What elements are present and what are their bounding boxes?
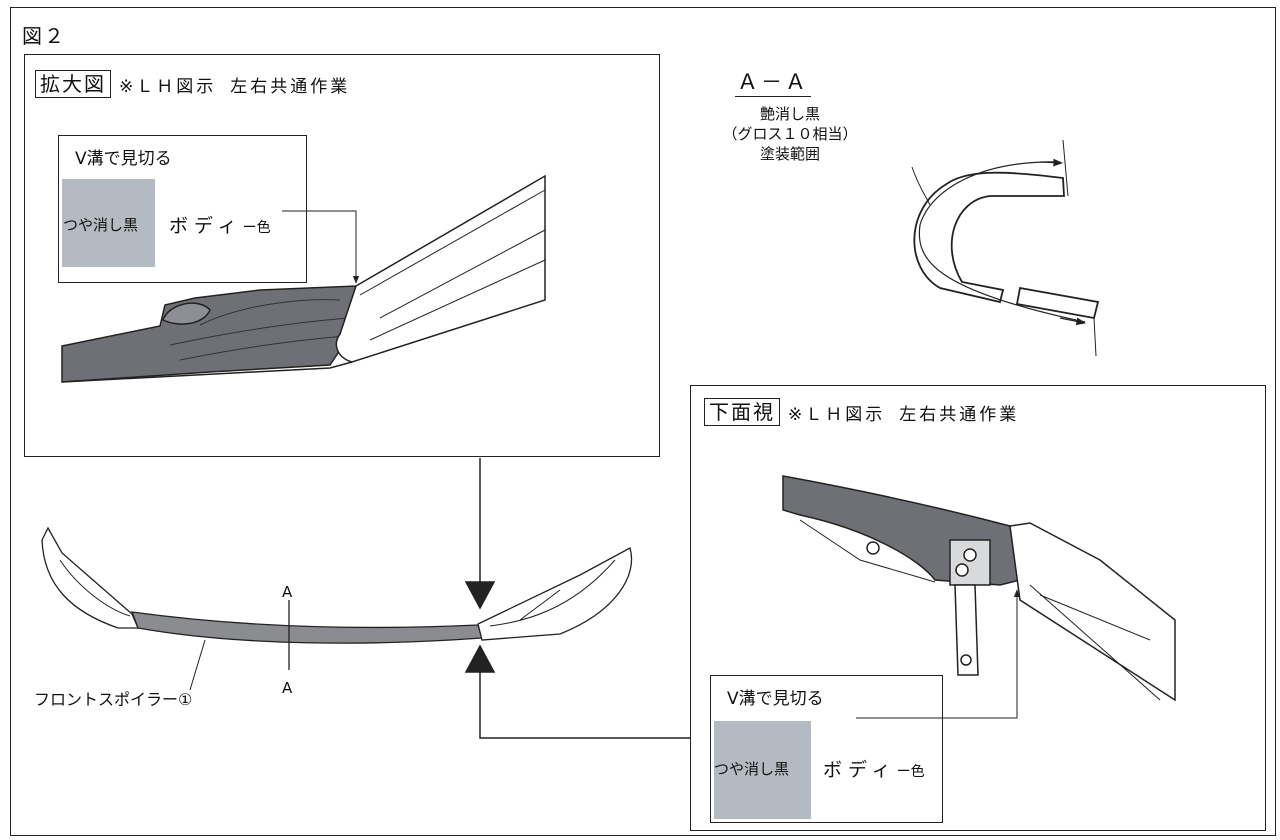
part-label-leader [189,639,206,691]
legend-body-color-suffix: ー色 [242,220,271,236]
section-marker-bottom: A [282,679,293,697]
down-arrow-head [464,581,496,610]
enlarged-view-title: 拡大図 [35,70,111,98]
bottom-pivot [866,541,880,555]
legend-material-label: つや消し黒 [714,760,790,778]
matte-black-swatch [62,179,155,267]
section-outer-profile [913,171,1065,304]
enlarged-leader-line [282,210,360,284]
section-aa-desc-line2: （グロス１０相当） [722,125,858,143]
spoiler-detail-lines [59,559,616,627]
section-coat-line [918,161,1086,323]
spoiler-left-wing [41,526,139,629]
section-ref-line-top [1062,139,1069,197]
enlarged-panel-lines [359,189,546,341]
figure-label: 図２ [22,24,66,48]
bottom-view-legend: V溝で見切る つや消し黒 ボディー色 [710,675,943,823]
legend-body-color-main: ボディ [823,759,897,781]
section-marker-top: A [282,583,293,601]
enlarged-view-legend: V溝で見切る つや消し黒 ボディー色 [58,135,307,283]
enlarged-view-note: ※ＬＨ図示左右共通作業 [119,72,350,97]
bottom-view-to-spoiler-line [479,672,690,739]
enlarged-body-color-panel [335,174,546,363]
bottom-tab [954,584,979,676]
legend-title: V溝で見切る [727,689,824,709]
section-arrow-bottom [1059,317,1086,326]
legend-body-color-label: ボディー色 [823,755,925,782]
enlarged-view-note-lh: ※ＬＨ図示 [119,76,217,97]
legend-body-color-label: ボディー色 [169,211,271,238]
bottom-view-drawing [782,475,1176,702]
bottom-bolt-1 [955,563,969,577]
front-spoiler-drawing [41,526,633,644]
part-label: フロントスポイラー① [34,690,193,709]
enlarged-mount-boss [162,302,211,325]
section-aa-drawing [911,139,1100,357]
bottom-view-panel: 下面視 ※ＬＨ図示左右共通作業 V溝で見切る つや消し黒 ボディー色 [690,385,1266,831]
legend-body-color-suffix: ー色 [896,764,925,780]
figure-frame [10,7,1276,836]
enlarged-view-header: 拡大図 ※ＬＨ図示左右共通作業 [35,70,350,98]
connector-arrows [464,458,690,739]
legend-material-label: つや消し黒 [63,216,139,234]
bottom-mount-bracket [949,539,991,586]
bottom-view-note-lh: ※ＬＨ図示 [788,404,886,425]
legend-body-color-main: ボディ [169,215,243,237]
enlarged-spoiler-drawing [61,174,546,383]
enlarged-view-note-common: 左右共通作業 [230,76,351,97]
bottom-leader-line [856,589,1021,719]
bottom-view-title: 下面視 [704,398,780,426]
spoiler-center-matte [131,611,483,644]
bottom-body-color-panel [1009,522,1176,702]
up-arrow-head [464,644,496,673]
bottom-view-note: ※ＬＨ図示左右共通作業 [788,400,1019,425]
section-aa-description: 艶消し黒 （グロス１０相当） 塗装範囲 [720,104,860,164]
bottom-view-note-common: 左右共通作業 [899,404,1020,425]
section-ref-line-bottom [1093,317,1097,357]
enlarged-lower-edge [61,361,353,383]
bottom-bolt-2 [963,548,977,562]
section-gap-piece [1015,286,1100,320]
section-aa-desc-line3: 塗装範囲 [759,145,820,163]
section-arrow-top [1039,158,1063,167]
bottom-view-header: 下面視 ※ＬＨ図示左右共通作業 [704,398,1019,426]
section-aa-title: Ａ－Ａ [735,66,811,97]
legend-title: V溝で見切る [75,149,172,169]
section-leader [911,166,931,206]
enlarged-view-panel: 拡大図 ※ＬＨ図示左右共通作業 V溝で見切る つや消し黒 ボディー色 [24,54,660,457]
bottom-tab-hole [960,654,972,666]
matte-black-swatch [714,721,811,819]
enlarged-detail-lines [169,299,349,361]
section-aa-desc-line1: 艶消し黒 [759,105,820,123]
bottom-panel-lines [799,519,1161,701]
